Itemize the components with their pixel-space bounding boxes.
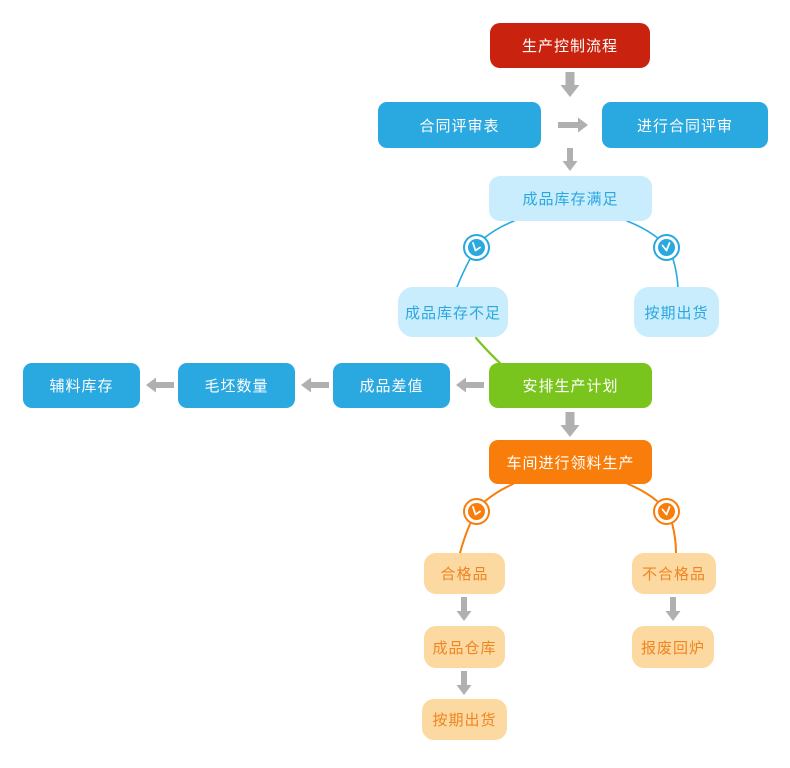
connector-orange-right-lower (671, 522, 677, 554)
node-finished-stock-sufficient: 成品库存满足 (489, 176, 652, 221)
connector-orange-right-upper (627, 483, 658, 502)
node-arrange-production-plan: 安排生产计划 (489, 363, 652, 408)
arrow-down-to-workshop (560, 412, 580, 437)
arrow-right-contract-review (558, 117, 588, 133)
arrow-left-to-auxiliary-stock (146, 377, 174, 393)
connector-green-to-plan (474, 336, 505, 368)
node-finished-goods-warehouse: 成品仓库 (424, 626, 505, 668)
arrow-down-to-scrap (665, 597, 681, 621)
arrow-down-from-production-control (560, 72, 580, 97)
connector-blue-left-upper (482, 220, 515, 240)
connector-blue-left-lower (456, 258, 471, 288)
node-blank-quantity: 毛坯数量 (178, 363, 295, 408)
node-ship-on-schedule-bottom: 按期出货 (422, 699, 507, 740)
node-workshop-material-production: 车间进行领料生产 (489, 440, 652, 484)
arrow-left-to-blank-quantity (301, 377, 329, 393)
connector-orange-left-lower (459, 523, 471, 554)
node-unqualified-products: 不合格品 (632, 553, 716, 594)
node-ship-on-schedule-top: 按期出货 (634, 287, 719, 337)
clock-icon (463, 234, 490, 261)
node-finished-product-difference: 成品差值 (333, 363, 450, 408)
connector-orange-left-upper (483, 483, 514, 503)
arrow-down-to-stock-sufficient (562, 148, 578, 171)
node-auxiliary-material-stock: 辅料库存 (23, 363, 140, 408)
arrow-down-to-ship-bottom (456, 671, 472, 695)
node-finished-stock-insufficient: 成品库存不足 (398, 287, 508, 337)
clock-icon (463, 498, 490, 525)
connector-blue-right-lower (672, 258, 679, 288)
node-production-control: 生产控制流程 (490, 23, 650, 68)
node-conduct-contract-review: 进行合同评审 (602, 102, 768, 148)
connector-blue-right-upper (626, 220, 660, 240)
node-contract-review-form: 合同评审表 (378, 102, 541, 148)
node-qualified-products: 合格品 (424, 553, 505, 594)
arrow-down-to-warehouse (456, 597, 472, 621)
arrow-left-to-product-difference (456, 377, 484, 393)
node-scrap-remelt: 报废回炉 (632, 626, 714, 668)
clock-icon (653, 234, 680, 261)
clock-icon (653, 498, 680, 525)
